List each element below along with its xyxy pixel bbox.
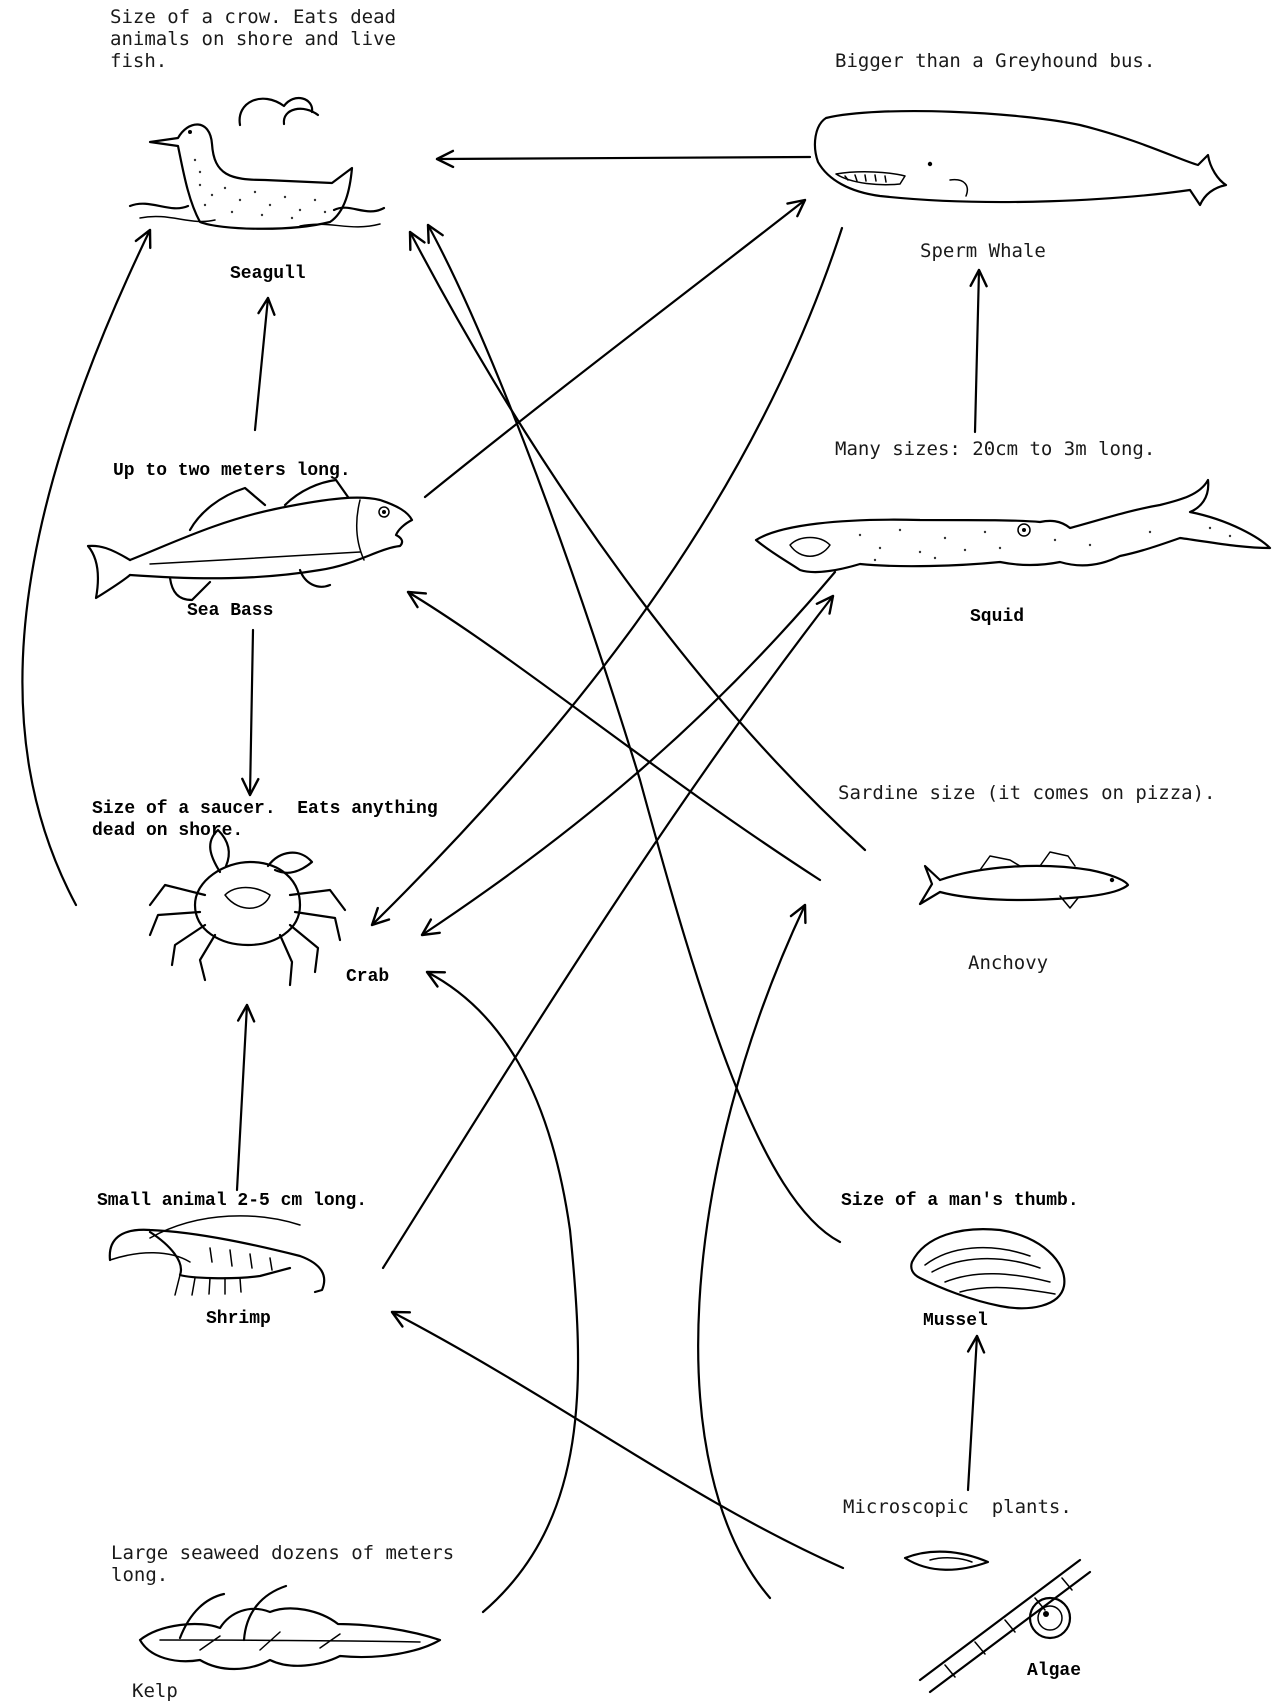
kelp-label: Kelp (132, 1680, 178, 1702)
seagull-description: Size of a crow. Eats dead animals on sho… (110, 6, 396, 72)
arrow-seabass-to-whale (425, 200, 805, 497)
shrimp-icon (110, 1216, 324, 1295)
arrow-squid-to-crab (422, 572, 835, 935)
kelp-icon (140, 1586, 440, 1669)
arrow-mussel-to-seagull (428, 225, 840, 1242)
arrow-kelp-to-crab (427, 972, 578, 1612)
algae-description: Microscopic plants. (843, 1496, 1072, 1518)
crab-label: Crab (346, 966, 389, 988)
squid-description: Many sizes: 20cm to 3m long. (835, 438, 1155, 460)
arrow-algae-to-anchovy (698, 905, 805, 1598)
crab-icon (150, 830, 345, 985)
arrow-seabass-to-crab (250, 630, 253, 795)
sea-bass-description: Up to two meters long. (113, 460, 351, 482)
sea-bass-label: Sea Bass (187, 600, 273, 622)
arrow-shrimp-to-crab (237, 1005, 247, 1190)
arrow-whale-to-crab (372, 228, 842, 925)
anchovy-description: Sardine size (it comes on pizza). (838, 782, 1216, 804)
seagull-icon (130, 98, 384, 229)
sperm-whale-label: Sperm Whale (920, 240, 1046, 262)
shrimp-description: Small animal 2-5 cm long. (97, 1190, 367, 1212)
sperm-whale-icon (815, 111, 1226, 205)
anchovy-icon (920, 852, 1128, 908)
crab-description: Size of a saucer. Eats anything dead on … (92, 798, 438, 842)
arrow-algae-to-mussel (968, 1336, 977, 1490)
arrow-algae-to-shrimp (392, 1312, 843, 1568)
arrow-whale-to-seagull (437, 157, 810, 159)
arrow-anchovy-to-seabass (408, 592, 820, 880)
squid-icon (756, 480, 1270, 572)
mussel-icon (911, 1229, 1064, 1308)
mussel-label: Mussel (923, 1310, 988, 1332)
arrow-squid-to-whale (975, 270, 979, 432)
sea-bass-icon (88, 480, 412, 600)
arrow-shrimp-to-squid (383, 596, 833, 1268)
anchovy-label: Anchovy (968, 952, 1048, 974)
mussel-description: Size of a man's thumb. (841, 1190, 1079, 1212)
seagull-label: Seagull (230, 263, 306, 285)
kelp-description: Large seaweed dozens of meters long. (111, 1542, 454, 1586)
shrimp-label: Shrimp (206, 1308, 271, 1330)
algae-label: Algae (1027, 1660, 1081, 1682)
arrow-seabass-to-seagull (255, 298, 268, 430)
sperm-whale-description: Bigger than a Greyhound bus. (835, 50, 1155, 72)
squid-label: Squid (970, 606, 1024, 628)
